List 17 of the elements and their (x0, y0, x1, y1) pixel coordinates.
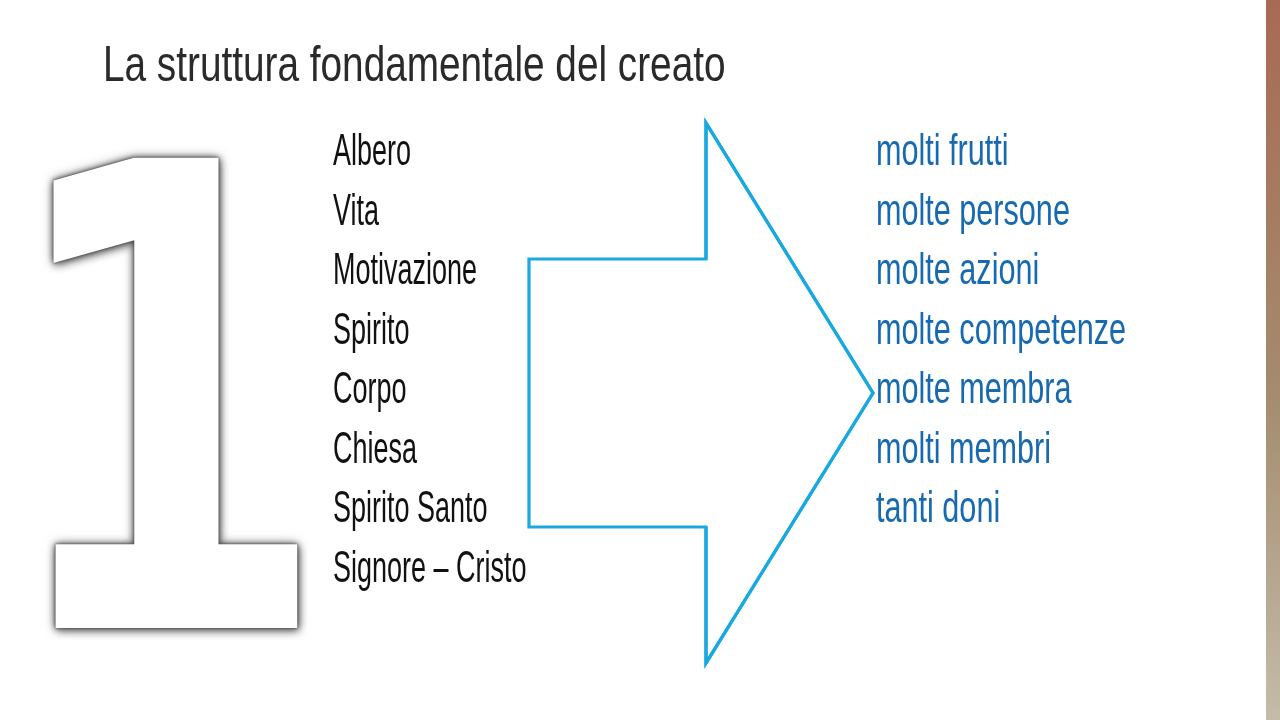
list-item-text: Signore – Cristo (333, 539, 527, 594)
list-item-text: molti membri (876, 420, 1052, 475)
list-item-text: molte membra (876, 361, 1072, 415)
list-item-text: Spirito (333, 301, 410, 356)
list-item-text: molte azioni (876, 242, 1040, 296)
list-item-text: molti frutti (876, 123, 1009, 177)
list-item-text: Vita (333, 182, 380, 237)
list-item-text: Spirito Santo (333, 480, 488, 534)
title: La struttura fondamentale del creato (103, 35, 726, 94)
list-item-text: Corpo (333, 361, 407, 415)
list-item-text: molte persone (876, 182, 1070, 237)
list-item-text: Chiesa (333, 420, 418, 475)
large-numeral: 1 (0, 148, 330, 652)
list-item-text: tanti doni (876, 480, 1001, 534)
list-item-text: Albero (333, 123, 412, 177)
list-item-text: molte competenze (876, 301, 1127, 356)
list-item-text: Motivazione (333, 242, 478, 296)
